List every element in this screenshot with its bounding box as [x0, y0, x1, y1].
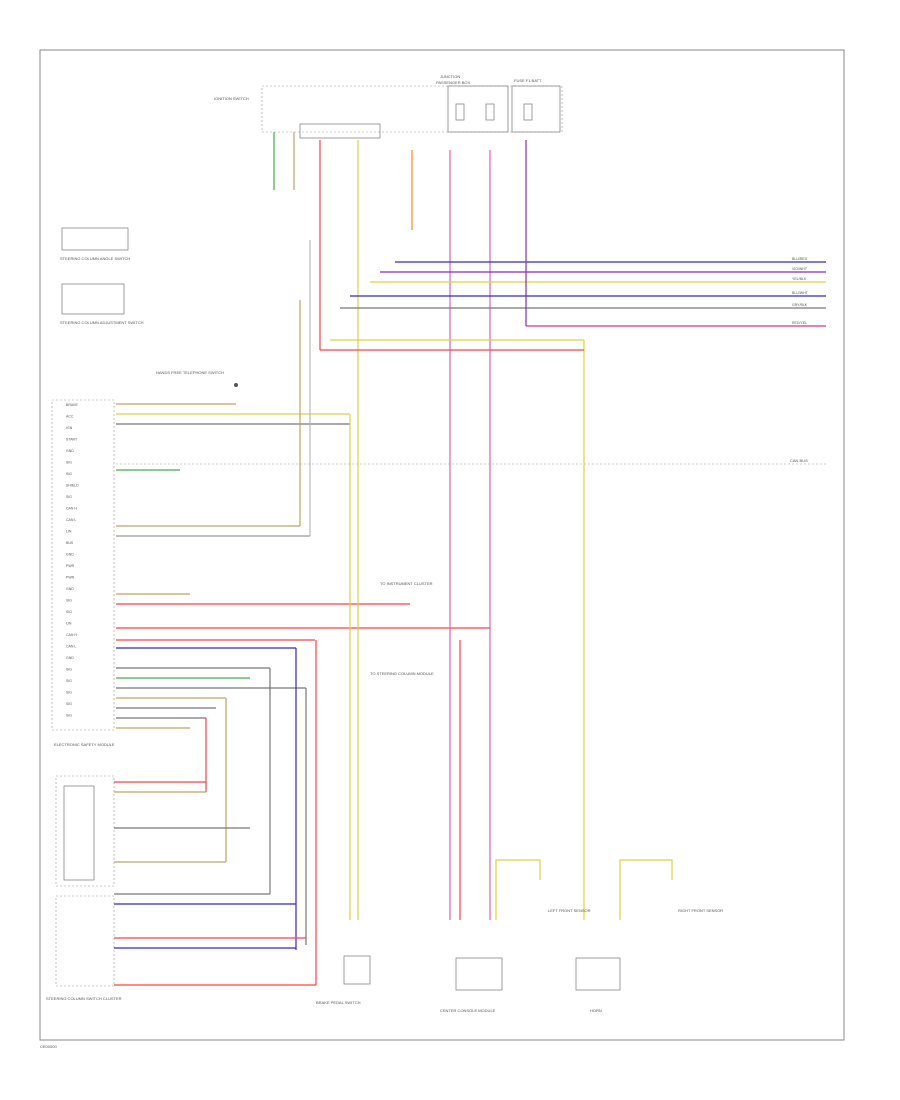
pin-label: GND — [66, 449, 74, 453]
bottom-left-wires — [114, 781, 316, 986]
right-sensor: RIGHT FRONT SENSOR — [619, 859, 723, 920]
steering-lock-a-label: STEERING COLUMN ANGLE SWITCH — [60, 256, 130, 261]
pin-label: SHIELD — [66, 484, 79, 488]
left-sensor: LEFT FRONT SENSOR — [495, 859, 591, 920]
pin-label: CAN L — [66, 645, 76, 649]
fusebox-top: JUNCTION PASSENGER BOX FUSE F1 BATT — [261, 74, 563, 133]
right-wire-labels: BLU/RED VIO/WHT YEL/BLK BLU/WHT GRY/BLK RED/Y… — [792, 257, 809, 325]
pin-label: SIG — [66, 702, 72, 706]
right-bus-wires — [116, 140, 826, 465]
diagram-frame — [39, 49, 845, 1041]
pin-label: PWR — [66, 564, 75, 568]
electronic-module-label: ELECTRONIC SAFETY MODULE — [54, 742, 115, 747]
steering-lock-b: STEERING COLUMN ADJUSTMENT SWITCH — [60, 283, 144, 325]
pin-label: CAN L — [66, 518, 76, 522]
top-stub-wires — [273, 132, 413, 230]
pin-label: GND — [66, 587, 74, 591]
pin-label: CAN H — [66, 507, 77, 511]
pin-label: ACC — [66, 415, 74, 419]
note-steering: TO STEERING COLUMN MODULE — [370, 671, 434, 676]
steering-lock-b-label: STEERING COLUMN ADJUSTMENT SWITCH — [60, 320, 144, 325]
footer-code: CE00000 — [40, 1044, 57, 1049]
left-sensor-label: LEFT FRONT SENSOR — [548, 908, 591, 913]
right-sensor-label: RIGHT FRONT SENSOR — [678, 908, 723, 913]
pin-label: SIG — [66, 691, 72, 695]
right-wire-label: BLU/RED — [792, 257, 808, 261]
pin-label: GND — [66, 656, 74, 660]
pin-label: LIN — [66, 622, 72, 626]
hands-free-label: HANDS FREE TELEPHONE SWITCH — [156, 370, 224, 375]
pin-label: SIG — [66, 461, 72, 465]
can-bus-label: CAN BUS — [790, 458, 808, 463]
note-instrument: TO INSTRUMENT CLUSTER — [380, 581, 433, 586]
horn: HORN — [575, 957, 621, 1013]
right-wire-label: YEL/BLK — [792, 277, 807, 281]
fuse-3 — [523, 103, 533, 121]
brake-switch-label: BRAKE PEDAL SWITCH — [316, 1000, 361, 1005]
pin-label-group: BRAKE ACC IGN START GND SIG SIG SHIELD SIG CAN H C… — [66, 403, 79, 718]
pin-label: START — [66, 438, 78, 442]
left-horizontal-wires — [116, 403, 490, 729]
hands-free-switch: HANDS FREE TELEPHONE SWITCH — [156, 370, 238, 387]
pin-label: SIG — [66, 610, 72, 614]
steering-lock-a: STEERING COLUMN ANGLE SWITCH — [60, 227, 130, 261]
fuse-2 — [485, 103, 495, 121]
fusebox-title2: PASSENGER BOX — [436, 80, 470, 85]
pin-label: SIG — [66, 472, 72, 476]
right-wire-label: VIO/WHT — [792, 267, 808, 271]
right-wire-label: BLU/WHT — [792, 291, 809, 295]
brake-switch: BRAKE PEDAL SWITCH — [316, 955, 371, 1005]
pin-label: GND — [66, 553, 74, 557]
pin-label: CAN H — [66, 633, 77, 637]
pin-label: SIG — [66, 599, 72, 603]
pin-label: LIN — [66, 530, 72, 534]
module-connector-outline — [51, 399, 115, 731]
horn-label: HORN — [590, 1008, 602, 1013]
ignition-switch-label: IGNITION SWITCH — [214, 96, 249, 101]
center-module-label: CENTER CONSOLE MODULE — [440, 1008, 496, 1013]
fusebox-label: FUSE F1 BATT — [514, 78, 542, 83]
pin-label: SIG — [66, 495, 72, 499]
vertical-trunk-wires — [205, 140, 585, 985]
pin-label: PWR — [66, 576, 75, 580]
pin-label: SIG — [66, 668, 72, 672]
pin-label: BUS — [66, 541, 74, 545]
pin-label: BRAKE — [66, 403, 79, 407]
right-wire-label: GRY/BLK — [792, 303, 808, 307]
steering-switch-label: STEERING COLUMN SWITCH CLUSTER — [46, 996, 122, 1001]
pin-label: IGN — [66, 426, 73, 430]
connector-block-top — [299, 123, 381, 139]
pin-label: SIG — [66, 714, 72, 718]
pin-label: SIG — [66, 679, 72, 683]
right-wire-label: RED/YEL — [792, 321, 807, 325]
fusebox-title1: JUNCTION — [440, 74, 460, 79]
steering-column-switch: STEERING COLUMN SWITCH CLUSTER — [46, 775, 122, 1001]
fuse-1 — [455, 103, 465, 121]
center-module: CENTER CONSOLE MODULE — [440, 957, 503, 1013]
